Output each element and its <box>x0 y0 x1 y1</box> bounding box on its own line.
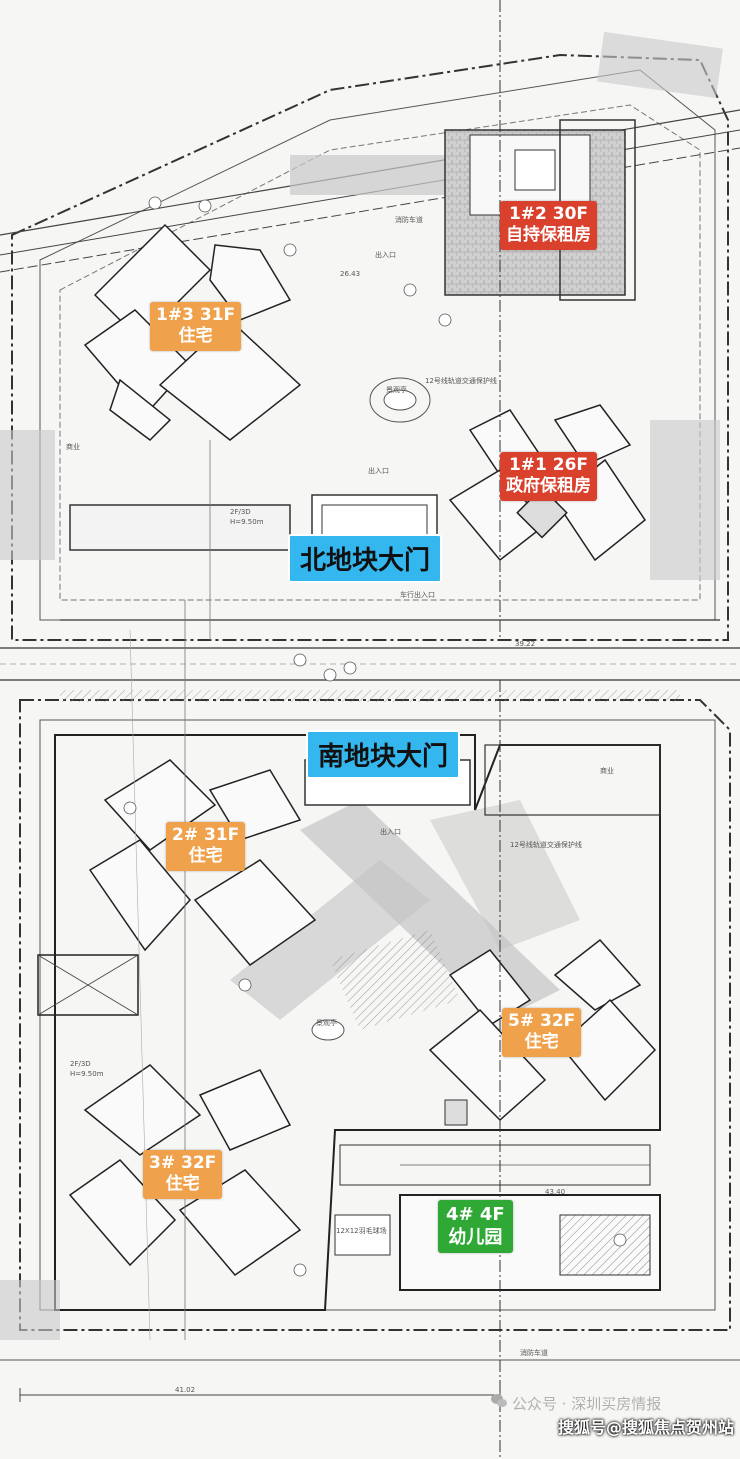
building-1-1-label: 1#1 26F 政府保租房 <box>500 452 597 501</box>
height-note-label: H=9.50m <box>230 518 264 526</box>
entrance-label-south: 出入口 <box>380 828 401 836</box>
wechat-watermark: 公众号 · 深圳买房情报 <box>512 1395 662 1413</box>
building-5-number: 5# 32F <box>508 1011 576 1031</box>
metro-line-label-south: 12号线轨道交通保护线 <box>510 841 582 849</box>
sohu-watermark: 搜狐号@搜狐焦点贺州站 <box>558 1418 735 1437</box>
entrance-label-north-2: 出入口 <box>368 467 389 475</box>
building-4-number: 4# 4F <box>446 1204 505 1225</box>
dimension-label-3: 43.40 <box>545 1188 566 1196</box>
building-4-use: 幼儿园 <box>448 1226 503 1248</box>
building-5-footprint <box>428 938 657 1122</box>
fire-lane-label-south: 消防车道 <box>520 1349 548 1357</box>
car-entrance-label: 车行出入口 <box>400 591 435 599</box>
building-1-1-number: 1#1 26F <box>508 455 589 475</box>
north-top-strip <box>290 155 450 195</box>
dimension-label-1: 39.22 <box>515 640 536 648</box>
shop-label-north: 商业 <box>66 443 80 451</box>
floor-note-label-south: 2F/3D <box>70 1060 91 1068</box>
south-gate-label: 南地块大门 <box>306 730 461 779</box>
pavilion-label-north: 景观亭 <box>386 386 407 394</box>
building-5-label: 5# 32F 住宅 <box>502 1008 582 1057</box>
building-1-2-use: 自持保租房 <box>506 225 591 246</box>
fire-lane-label-north: 消防车道 <box>395 216 423 224</box>
north-gate-label: 北地块大门 <box>288 534 443 583</box>
building-3-number: 3# 32F <box>149 1153 217 1173</box>
shop-label-south: 商业 <box>600 767 614 775</box>
floor-note-label: 2F/3D <box>230 508 251 516</box>
building-1-3-label: 1#3 31F 住宅 <box>150 302 242 351</box>
pavilion-label-south: 景观亭 <box>316 1019 337 1027</box>
building-1-2-number: 1#2 30F <box>508 204 589 224</box>
south-plot-boundary <box>19 699 731 1331</box>
building-5-use: 住宅 <box>524 1032 559 1053</box>
entrance-label-north: 出入口 <box>375 251 396 259</box>
building-1-2-label: 1#2 30F 自持保租房 <box>500 201 597 250</box>
building-1-3-number: 1#3 31F <box>156 305 236 325</box>
building-2-label: 2# 31F 住宅 <box>166 822 246 871</box>
dimension-label-4: 26.43 <box>340 270 361 278</box>
building-1-1-use: 政府保租房 <box>506 476 591 497</box>
wechat-icon <box>491 1394 507 1407</box>
building-2-footprint <box>88 759 317 967</box>
building-2-use: 住宅 <box>188 846 223 867</box>
height-note-label-south: H=9.50m <box>70 1070 104 1078</box>
metro-line-label-north: 12号线轨道交通保护线 <box>425 377 497 385</box>
dimension-label-2: 41.02 <box>175 1386 196 1394</box>
building-1-3-use: 住宅 <box>178 326 213 347</box>
building-3-label: 3# 32F 住宅 <box>143 1150 223 1199</box>
building-2-number: 2# 31F <box>172 825 240 845</box>
building-3-use: 住宅 <box>165 1174 200 1195</box>
building-4-label: 4# 4F 幼儿园 <box>438 1200 513 1253</box>
court-label: 12X12羽毛球场 <box>336 1227 387 1235</box>
